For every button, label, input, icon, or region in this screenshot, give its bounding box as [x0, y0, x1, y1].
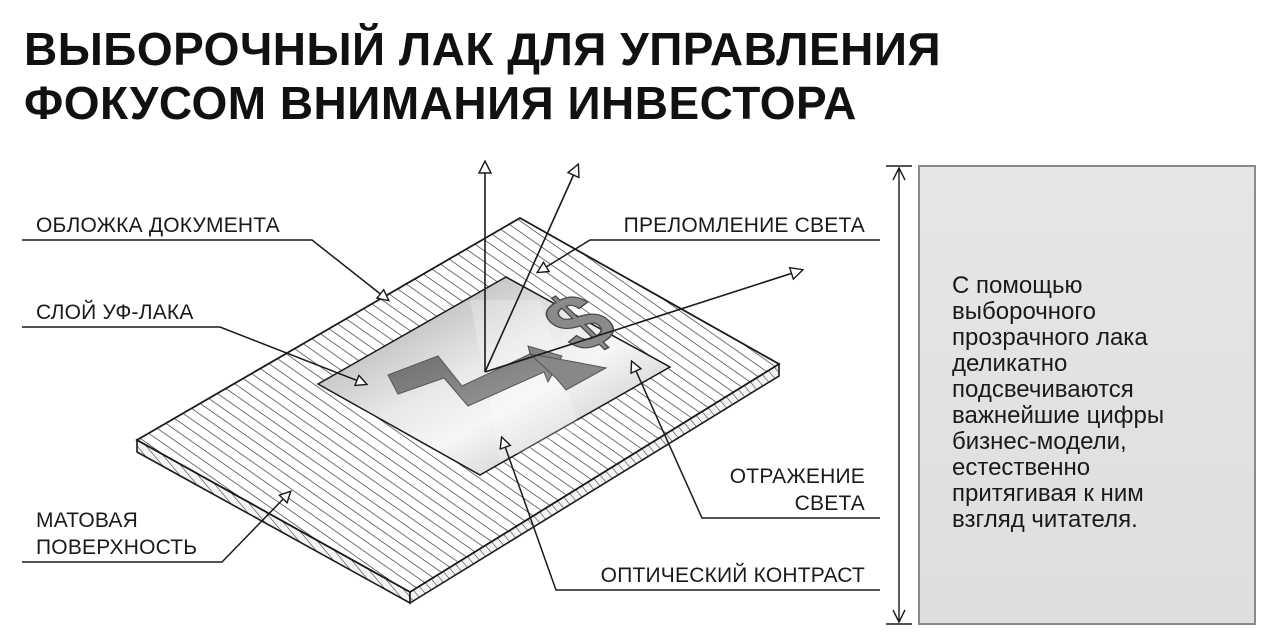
label-matte-line-2: ПОВЕРХНОСТЬ — [36, 536, 197, 559]
description-line: С помощью — [952, 272, 1083, 299]
title-line-2: ФОКУСОМ ВНИМАНИЯ ИНВЕСТОРА — [24, 77, 857, 129]
diagram-labels: ОБЛОЖКА ДОКУМЕНТА СЛОЙ УФ-ЛАКА МАТОВАЯ П… — [36, 214, 865, 587]
description-line: подсвечиваются — [952, 376, 1134, 403]
description-line: деликатно — [952, 350, 1068, 377]
ray-reflection — [484, 270, 802, 373]
description-panel: С помощью выборочного прозрачного лака д… — [918, 165, 1256, 625]
label-matte-line-1: МАТОВАЯ — [36, 509, 138, 532]
leader-lines — [22, 239, 880, 591]
dimension-line — [886, 165, 912, 625]
label-reflection-line-2: СВЕТА — [795, 492, 865, 515]
label-contrast: ОПТИЧЕСКИЙ КОНТРАСТ — [601, 563, 865, 587]
description-line: притягивая к ним — [952, 480, 1144, 507]
leader-uv-layer — [22, 326, 366, 384]
label-cover: ОБЛОЖКА ДОКУМЕНТА — [36, 214, 280, 237]
ray-refraction — [484, 165, 578, 373]
label-reflection-line-1: ОТРАЖЕНИЕ — [730, 465, 865, 488]
leader-matte-surface — [22, 492, 290, 563]
description-line: выборочного — [952, 298, 1096, 325]
description-line: прозрачного лака — [952, 324, 1148, 351]
light-rays — [484, 162, 802, 373]
description-line: естественно — [952, 454, 1091, 481]
leader-reflection — [632, 362, 880, 519]
description-line: важнейшие цифры — [952, 402, 1165, 429]
page-title: ВЫБОРОЧНЫЙ ЛАК ДЛЯ УПРАВЛЕНИЯ ФОКУСОМ ВН… — [24, 22, 1254, 130]
title-line-1: ВЫБОРОЧНЫЙ ЛАК ДЛЯ УПРАВЛЕНИЯ — [24, 23, 942, 75]
leader-refraction — [538, 239, 880, 272]
label-uv-layer: СЛОЙ УФ-ЛАКА — [36, 300, 194, 324]
label-refraction: ПРЕЛОМЛЕНИЕ СВЕТА — [624, 214, 865, 237]
leader-cover — [22, 239, 388, 300]
leader-contrast — [502, 438, 880, 591]
description-line: бизнес-модели, — [952, 428, 1127, 455]
description-text: С помощью выборочного прозрачного лака д… — [952, 273, 1242, 533]
description-line: взгляд читателя. — [952, 506, 1138, 533]
